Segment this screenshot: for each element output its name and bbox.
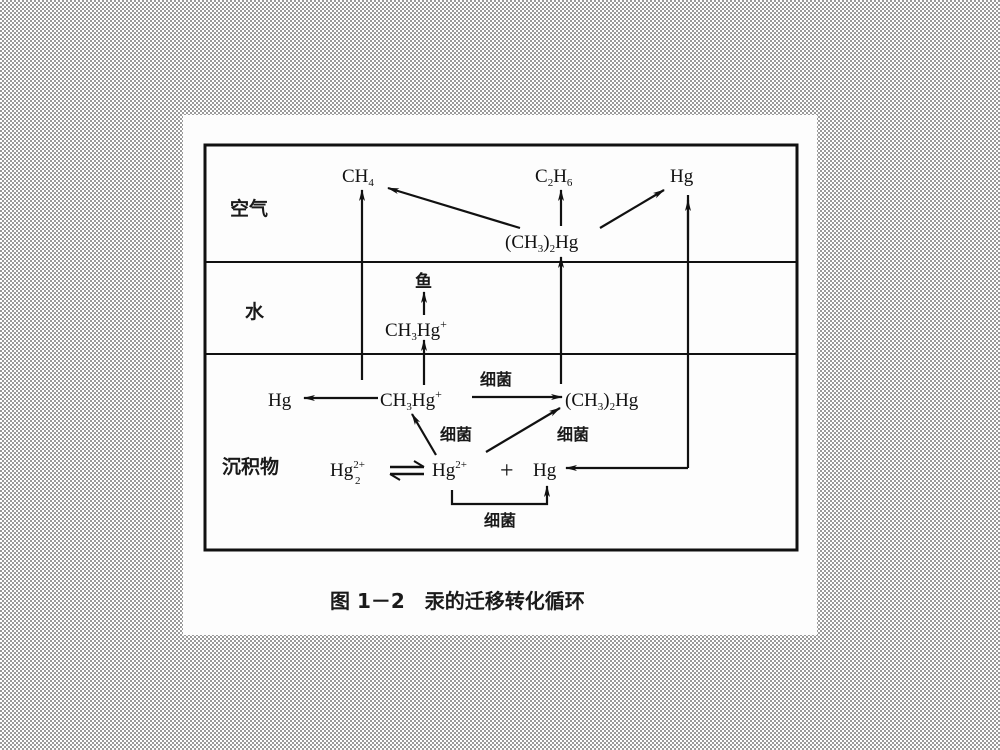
zone-air-label: 空气 — [230, 197, 268, 220]
plus-sign: + — [500, 458, 514, 484]
dimethylmercury-sediment-label: (CH3)2Hg — [565, 390, 639, 413]
hg-air-label: Hg — [670, 166, 694, 187]
hg-sediment-right-label: Hg — [533, 460, 557, 481]
fish-label: 鱼 — [415, 271, 432, 292]
zone-sediment-label: 沉积物 — [222, 455, 279, 478]
c2h6-label: C2H6 — [535, 166, 573, 189]
mercuric-ion-label: Hg2+ — [432, 459, 467, 481]
figure-caption: 图 1－2 汞的迁移转化循环 — [330, 589, 585, 613]
zone-water-label: 水 — [245, 301, 265, 323]
mercurous-ion-label: Hg2+ — [330, 459, 365, 481]
paper-card — [183, 115, 817, 635]
dimethylmercury-air-label: (CH3)2Hg — [505, 232, 579, 255]
arrow-to-ch4 — [387, 186, 521, 230]
arrow-to-hg-air — [599, 189, 665, 229]
diagram-frame — [203, 143, 799, 552]
equilibrium-arrows-icon — [389, 460, 425, 481]
bacteria-label-right: 细菌 — [557, 425, 589, 444]
arrow-hg2-to-dimethylmercury — [485, 407, 561, 453]
hg-sediment-left-label: Hg — [268, 390, 292, 411]
ch4-label: CH4 — [342, 166, 374, 189]
bacteria-label-bottom: 细菌 — [484, 511, 516, 530]
arrow-bracket-bottom — [450, 485, 550, 506]
arrow-hg2-to-methylmercury — [411, 413, 437, 456]
mercurous-ion-subscript: 2 — [355, 475, 361, 487]
bacteria-label-left: 细菌 — [440, 425, 472, 444]
arrows — [303, 186, 691, 506]
bacteria-label-top: 细菌 — [480, 370, 512, 389]
methylmercury-sediment-label: CH3Hg+ — [380, 387, 442, 413]
methylmercury-water-label: CH3Hg+ — [385, 317, 447, 343]
